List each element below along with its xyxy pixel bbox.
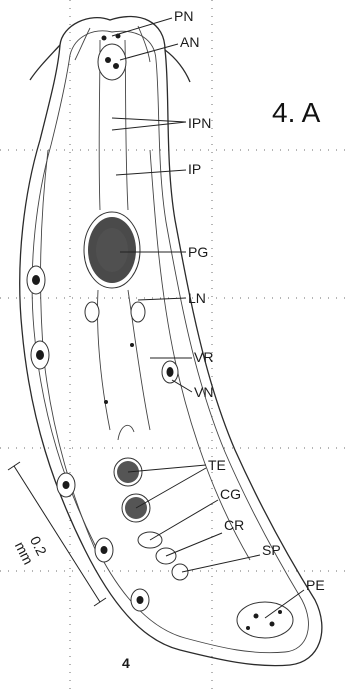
- label-vn: VN: [194, 384, 213, 400]
- label-ip: IP: [188, 161, 201, 177]
- label-sp: SP: [262, 542, 281, 558]
- body-cells: [27, 266, 178, 611]
- slide-caption: 4. A: [272, 97, 321, 128]
- label-te: TE: [208, 457, 226, 473]
- label-pe: PE: [306, 577, 325, 593]
- label-cr: CR: [224, 517, 244, 533]
- label-pg: PG: [188, 244, 208, 260]
- label-cg: CG: [220, 486, 241, 502]
- pharynx: [84, 34, 150, 431]
- label-pn: PN: [174, 8, 193, 24]
- figure-number: 4: [122, 655, 130, 671]
- label-vr: VR: [194, 349, 213, 365]
- label-ipn: IPN: [188, 115, 211, 131]
- label-an: AN: [180, 34, 199, 50]
- label-ln: LN: [188, 290, 206, 306]
